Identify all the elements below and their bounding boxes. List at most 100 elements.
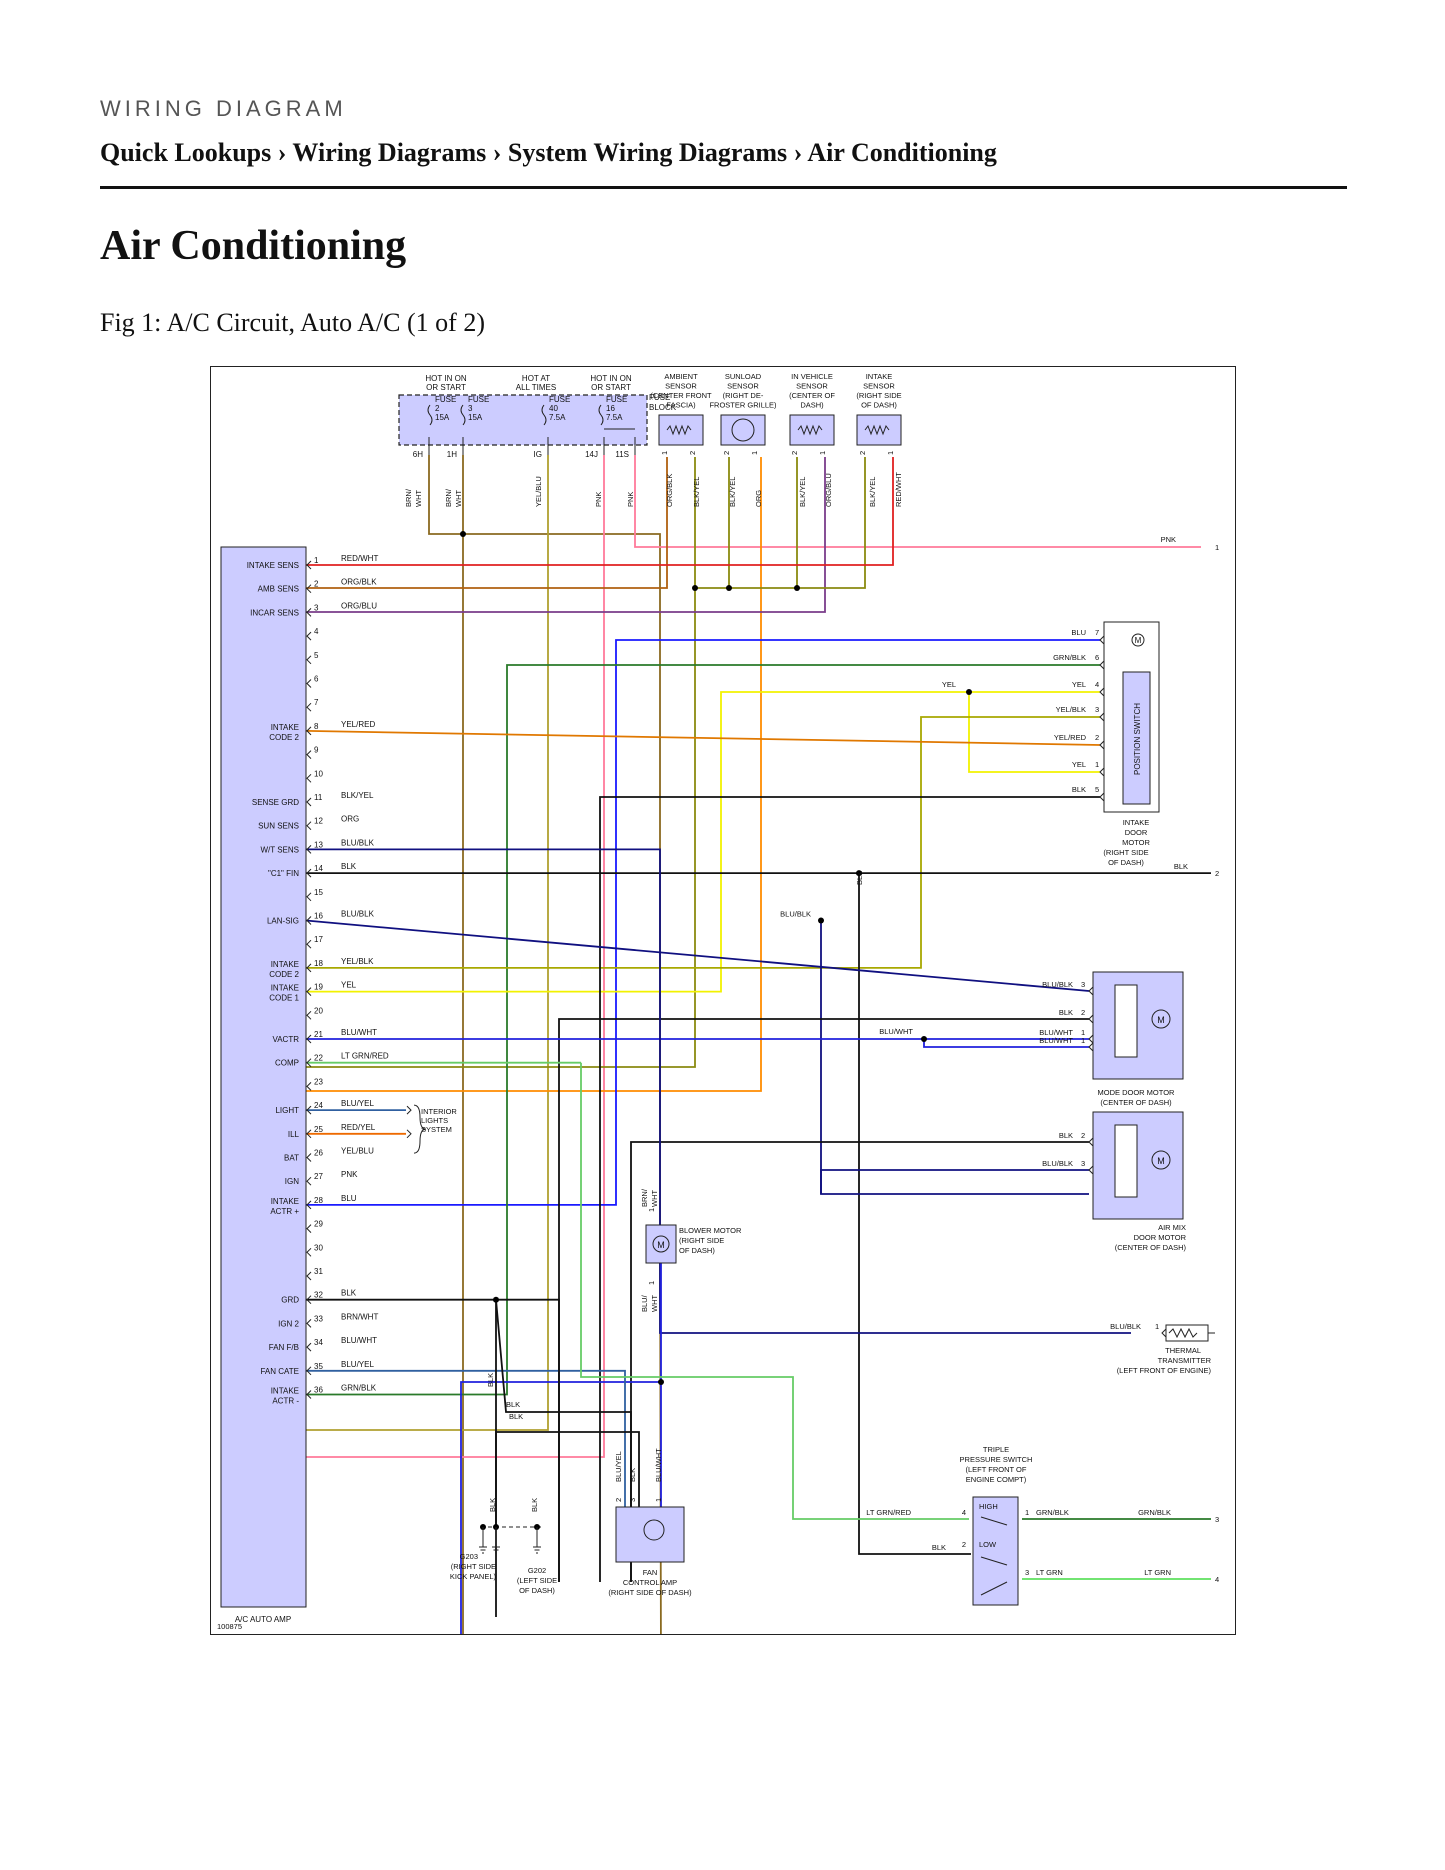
- connector-icon: [306, 1010, 312, 1020]
- sensor-pin: 2: [722, 451, 731, 455]
- splice-dot: [818, 917, 824, 924]
- connector-icon: [306, 631, 312, 641]
- pressure-switch: [972, 1496, 1019, 1606]
- thermistor-icon: [666, 424, 692, 436]
- blower-motor-label: BLOWER MOTOR: [679, 1226, 742, 1235]
- sensor-pin: 1: [818, 451, 827, 455]
- connector-icon: [306, 702, 312, 712]
- connector-icon: [306, 916, 312, 925]
- amp-wire-label: BLK: [341, 862, 357, 871]
- fuse-group-label: HOT IN ON: [590, 374, 631, 383]
- connector-icon: [306, 608, 312, 617]
- fan-amp-wire-label: BLU/YEL: [614, 1451, 623, 1482]
- brace-icon: [413, 1104, 427, 1154]
- label-layer: A/C AUTO AMP1234567891011121314151617181…: [217, 372, 1219, 1631]
- amp-pin-number: 9: [314, 746, 319, 755]
- amp-wire-label: ORG/BLK: [341, 578, 377, 587]
- mode-motor-pin: 2: [1081, 1008, 1085, 1017]
- connector-icon: [1099, 767, 1105, 777]
- motor-symbol: M: [1135, 636, 1142, 645]
- fuse-pin-label: 14J: [585, 450, 598, 459]
- fuse-pin-label: 6H: [413, 450, 423, 459]
- pressure-wire-label: BLK: [932, 1543, 946, 1552]
- pressure-switch-label: ENGINE COMPT): [966, 1475, 1027, 1484]
- ac-auto-amp: [220, 546, 307, 1608]
- vertical-wire-label: ORG: [754, 490, 763, 507]
- amp-pin-label: AMB SENS: [258, 585, 299, 594]
- intake-motor-wire-label: GRN/BLK: [1053, 653, 1086, 662]
- amp-wire-label: BLU/BLK: [341, 910, 375, 919]
- amp-wire-label: RED/WHT: [341, 554, 378, 563]
- intake-motor-pin: 3: [1095, 705, 1099, 714]
- sensor-label: AMBIENT: [664, 372, 698, 381]
- intake-motor-pin: 1: [1095, 760, 1099, 769]
- breadcrumb[interactable]: Quick Lookups › Wiring Diagrams › System…: [100, 138, 997, 167]
- edge-ref-wire: GRN/BLK: [1138, 1508, 1171, 1517]
- connector-icon: [306, 1082, 312, 1091]
- airmix-wire-label: BLU/BLK: [1042, 1159, 1073, 1168]
- splice-dot: [460, 531, 466, 537]
- connector-icon: [306, 1034, 312, 1044]
- pressure-pin: 1: [1025, 1508, 1029, 1517]
- fuse-icon: [598, 404, 604, 426]
- wire-org-blk: [306, 457, 668, 589]
- amp-pin-number: 13: [314, 840, 323, 849]
- sensor-label: SUNLOAD: [725, 372, 762, 381]
- sensor-pin: 2: [790, 451, 799, 455]
- amp-pin-label: ILL: [288, 1130, 300, 1139]
- amp-pin-number: 17: [314, 935, 323, 944]
- fuse-label: FUSE: [606, 395, 627, 404]
- amp-pin-number: 30: [314, 1243, 323, 1252]
- sensor-label: FASCIA): [666, 401, 696, 410]
- amp-pin-label: CODE 1: [269, 994, 299, 1003]
- sensor-label: INTAKE: [866, 372, 893, 381]
- amp-pin-label: LIGHT: [275, 1106, 299, 1115]
- g203-label: KICK PANEL): [450, 1572, 497, 1581]
- fuse-label: 3: [468, 404, 473, 413]
- connector-icon: [306, 845, 312, 854]
- mode-motor-wire-label: BLU/BLK: [1042, 980, 1073, 989]
- document-eyebrow: WIRING DIAGRAM: [100, 96, 347, 121]
- fan-control-amp: [615, 1506, 685, 1563]
- blower-pin: 1: [647, 1208, 656, 1212]
- position-switch-label: POSITION SWITCH: [1133, 703, 1142, 775]
- blower-motor: [645, 1224, 677, 1264]
- splice-dot: [856, 870, 862, 877]
- fuse-label: FUSE: [435, 395, 456, 404]
- sensor-label: (RIGHT SIDE: [856, 391, 901, 400]
- vertical-wire-label: ORG/BLK: [665, 474, 674, 507]
- wire-blu-yel-fancate: [306, 1369, 626, 1507]
- amp-wire-label: BLK: [341, 1289, 357, 1298]
- intake-motor-wire-label: YEL: [1072, 680, 1086, 689]
- fuse-pin-label: IG: [534, 450, 542, 459]
- photodiode-icon: [731, 418, 755, 442]
- blower-wire-label: WHT: [650, 1190, 659, 1207]
- amp-pin-label: INTAKE: [271, 1387, 299, 1396]
- amp-wire-label: BLK/YEL: [341, 791, 374, 800]
- mode-door-motor-label: (CENTER OF DASH): [1100, 1098, 1172, 1107]
- fuse-block-label: FUSE: [649, 393, 670, 402]
- wire-yel-blk-code2: [306, 716, 1100, 969]
- amp-pin-label: W/T SENS: [260, 845, 299, 854]
- amp-wire-label: BLU/BLK: [341, 838, 375, 847]
- fuse-group-label: ALL TIMES: [516, 383, 556, 392]
- connector-icon: [306, 1153, 312, 1162]
- wire-lt-grn-red-comp: [580, 1062, 969, 1520]
- amp-pin-label: ACTR -: [272, 1397, 299, 1406]
- amp-wire-label: PNK: [341, 1170, 358, 1179]
- wire-yel-red-code2: [305, 730, 1101, 746]
- connector-icon: [306, 1200, 312, 1210]
- air-mix-motor-label: DOOR MOTOR: [1134, 1233, 1187, 1242]
- wire-blk-intake-gnd: [599, 796, 1100, 1582]
- wiring-diagram: A/C AUTO AMP1234567891011121314151617181…: [217, 372, 1219, 1634]
- connector-icon: [306, 1105, 312, 1115]
- connector-icon: [306, 1058, 312, 1068]
- amp-pin-number: 32: [314, 1291, 323, 1300]
- vertical-wire-label: WHT: [414, 490, 423, 507]
- thermistor-icon: [797, 424, 823, 436]
- motor-symbol: M: [657, 1240, 665, 1250]
- mode-motor-wire-label: BLK: [1059, 1008, 1073, 1017]
- motor-icon: [1151, 1009, 1171, 1029]
- pressure-wire-label: GRN/BLK: [1036, 1508, 1069, 1517]
- mode-door-gear: [1114, 984, 1138, 1058]
